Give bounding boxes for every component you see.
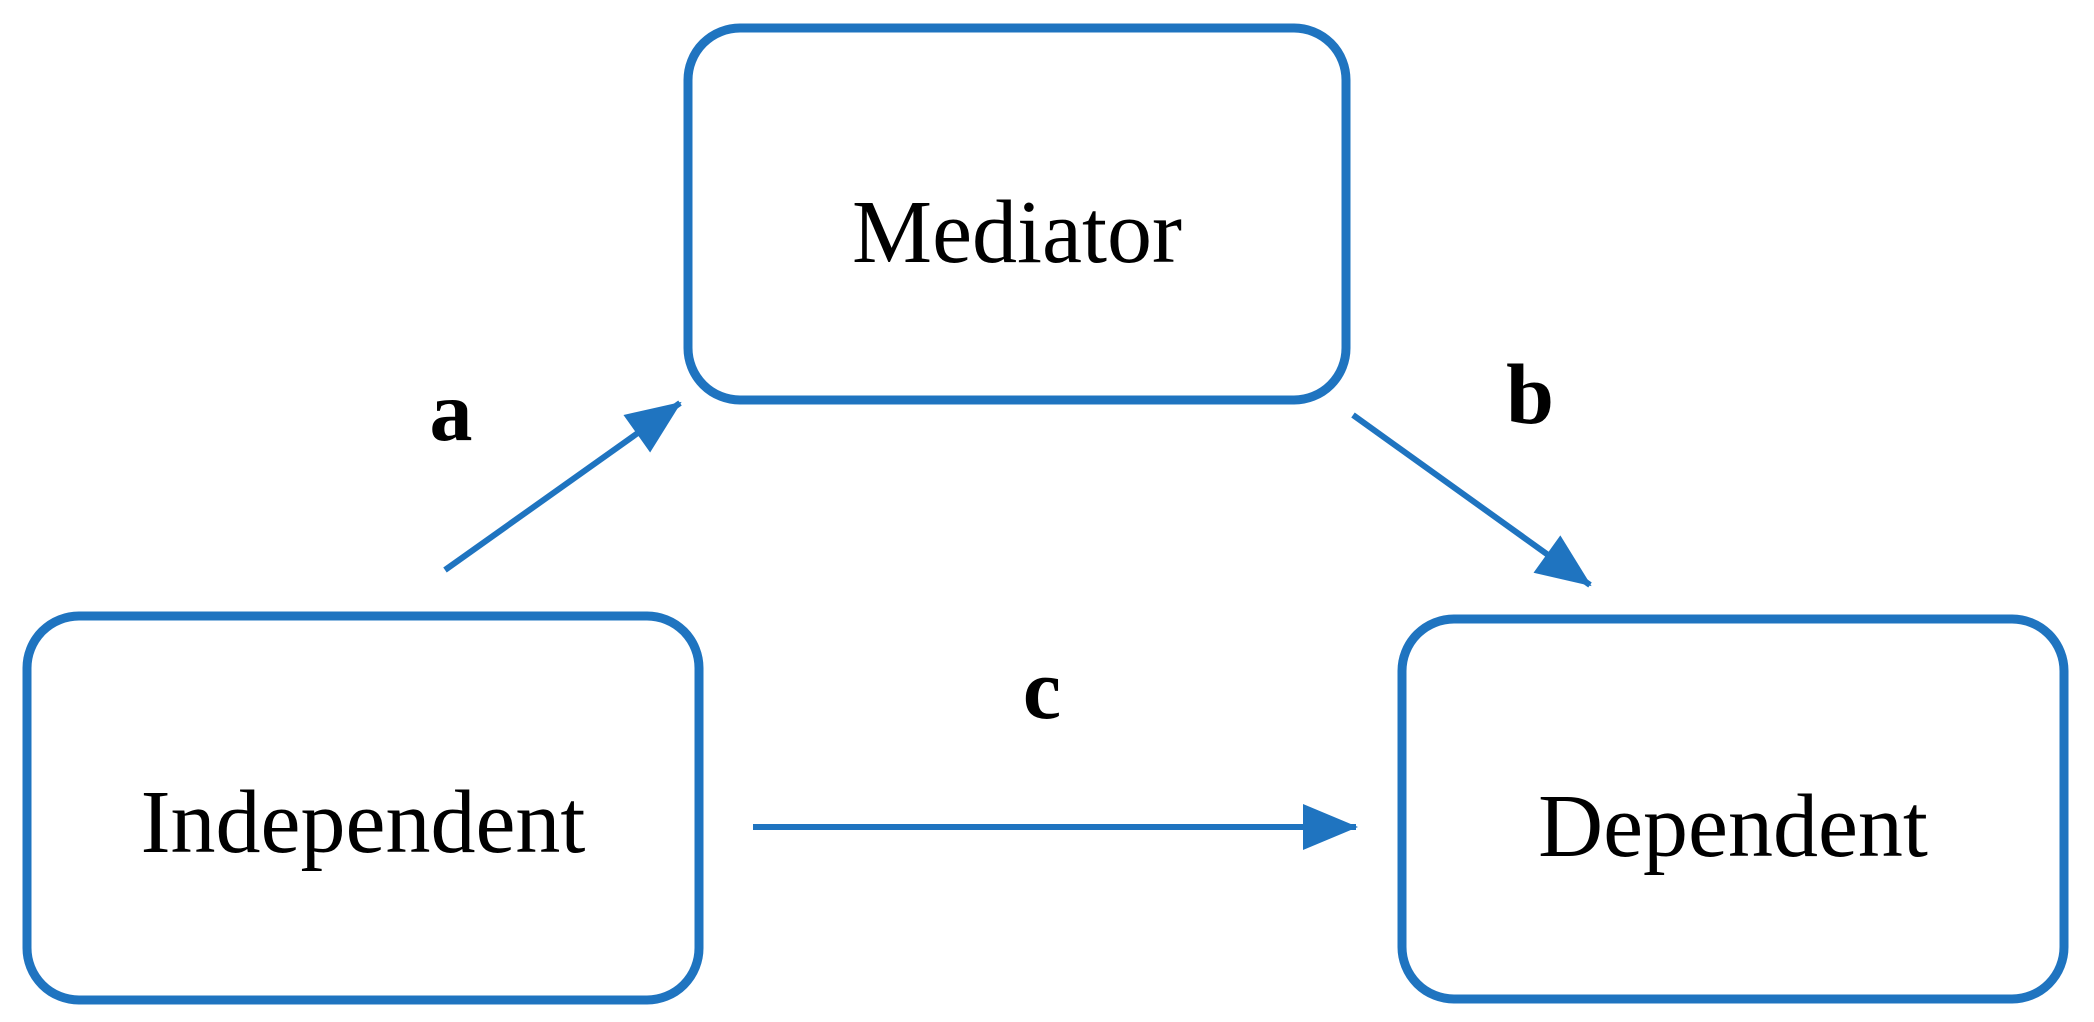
node-independent-box <box>22 611 704 1005</box>
edge-b-arrow <box>1351 412 1592 588</box>
node-mediator-label: Mediator <box>852 183 1182 282</box>
edge-b-label: b <box>1506 346 1554 442</box>
edge-c-label: c <box>1023 641 1061 737</box>
edge-a-label: a <box>430 363 473 459</box>
node-dependent-box <box>1397 614 2069 1004</box>
node-mediator-box <box>683 23 1351 405</box>
edge-a-arrow <box>443 400 682 573</box>
node-dependent-label: Dependent <box>1538 777 1928 876</box>
node-independent-label: Independent <box>141 773 586 872</box>
